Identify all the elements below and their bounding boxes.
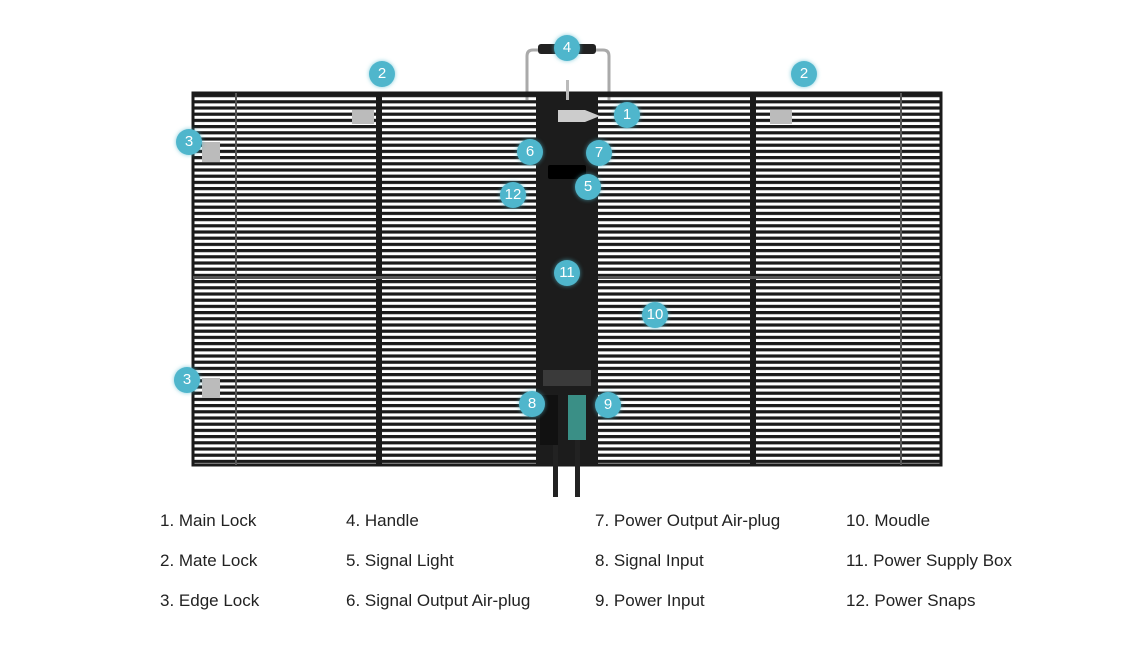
locks <box>202 110 792 398</box>
marker-module: 10 <box>642 302 668 328</box>
marker-mate-lock-left: 2 <box>369 61 395 87</box>
marker-power-supply-box: 11 <box>554 260 580 286</box>
legend-item: 6. Signal Output Air-plug <box>346 591 531 610</box>
marker-handle: 4 <box>554 35 580 61</box>
marker-signal-input: 8 <box>519 391 545 417</box>
legend-item: 9. Power Input <box>595 591 705 610</box>
marker-power-snaps: 12 <box>500 182 526 208</box>
marker-signal-output: 6 <box>517 139 543 165</box>
marker-power-output: 7 <box>586 140 612 166</box>
marker-main-lock: 1 <box>614 102 640 128</box>
marker-power-input: 9 <box>595 392 621 418</box>
legend-item: 8. Signal Input <box>595 551 704 570</box>
legend-item: 11. Power Supply Box <box>846 551 1012 570</box>
marker-edge-lock-top: 3 <box>176 129 202 155</box>
legend-item: 5. Signal Light <box>346 551 454 570</box>
marker-signal-light: 5 <box>575 174 601 200</box>
marker-edge-lock-bottom: 3 <box>174 367 200 393</box>
legend-item: 4. Handle <box>346 511 419 530</box>
legend-item: 2. Mate Lock <box>160 551 258 570</box>
legend-item: 1. Main Lock <box>160 511 257 530</box>
legend-item: 12. Power Snaps <box>846 591 976 610</box>
legend-item: 10. Moudle <box>846 511 931 530</box>
legend-item: 3. Edge Lock <box>160 591 260 610</box>
marker-mate-lock-right: 2 <box>791 61 817 87</box>
legend-item: 7. Power Output Air-plug <box>595 511 781 530</box>
